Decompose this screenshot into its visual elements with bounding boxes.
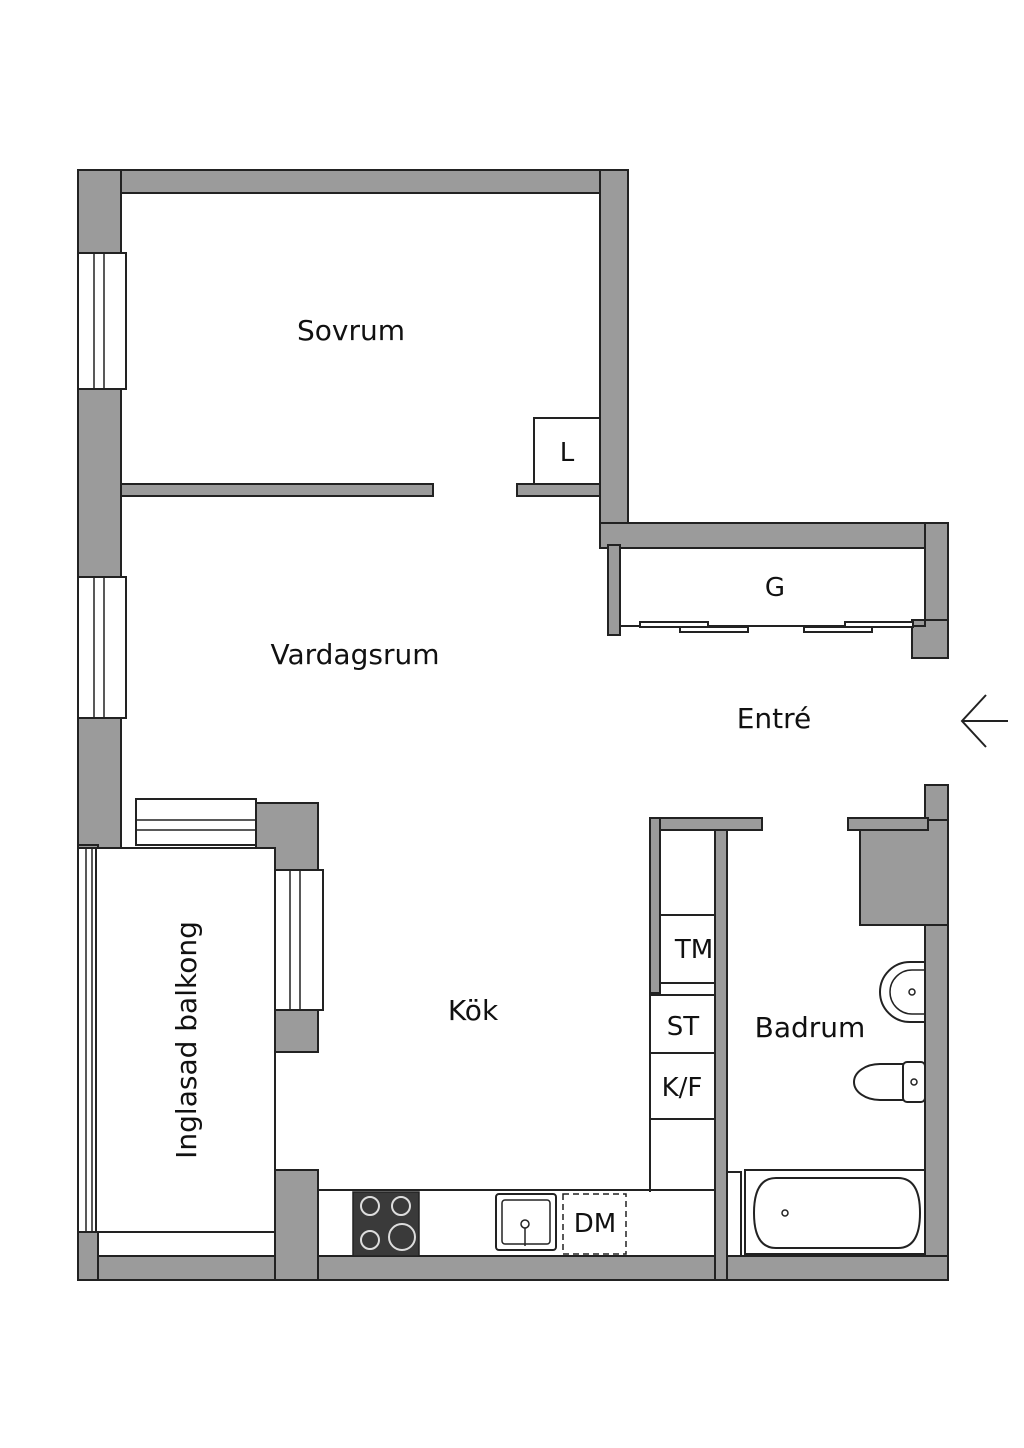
wall-bedroom-right — [516, 483, 601, 497]
fixture-label-stove-cabinet: ST — [667, 1012, 700, 1042]
wall-bathroom-top-right — [847, 817, 929, 831]
fridge-freezer-box — [649, 1052, 716, 1120]
room-label-sovrum: Sovrum — [297, 314, 405, 347]
fixture-label-wardrobe: G — [765, 573, 785, 603]
fixture-label-washing-machine: TM — [674, 935, 713, 965]
wall-closet-left — [607, 544, 621, 636]
washbasin-icon — [879, 961, 925, 1023]
window-living — [77, 576, 127, 719]
wall-top — [77, 169, 629, 194]
room-label-entre: Entré — [737, 702, 812, 735]
wall-bathroom-top-left — [649, 817, 763, 831]
room-label-badrum: Badrum — [755, 1011, 866, 1044]
wall-right-upper — [599, 169, 629, 526]
room-label-balkong: Inglasad balkong — [170, 921, 203, 1159]
wardrobe-door-2 — [679, 626, 749, 633]
toilet-icon — [853, 1061, 926, 1103]
window-kitchen — [274, 869, 324, 1011]
interior-walls — [120, 483, 929, 1281]
wall-kitchen-bottom-left — [274, 1169, 319, 1281]
wall-balcony-kitchen-lower — [274, 1009, 319, 1053]
dishwasher-box — [562, 1193, 627, 1255]
wall-bedroom-left — [120, 483, 434, 497]
room-label-kok: Kök — [448, 994, 499, 1027]
sink-icon — [495, 1193, 557, 1251]
fixture-label-dishwasher: DM — [574, 1209, 616, 1239]
wall-bottom — [77, 1255, 949, 1281]
kitchen-cabinets — [317, 829, 716, 1257]
linen-closet — [533, 417, 601, 485]
wall-bathroom-left — [649, 817, 661, 994]
fixture-label-linen: L — [560, 438, 575, 468]
washing-machine-box — [659, 914, 716, 984]
wall-step — [599, 522, 949, 549]
wardrobe — [619, 547, 926, 633]
window-balcony-door — [135, 798, 257, 846]
balcony-outline — [95, 847, 276, 1233]
fixture-label-fridge-freezer: K/F — [662, 1073, 703, 1103]
arrow-left-icon — [960, 694, 1008, 748]
wardrobe-door-3 — [803, 626, 873, 633]
wall-bath-protrusion — [859, 819, 949, 926]
windows — [77, 252, 324, 1233]
wardrobe-door-1 — [639, 621, 709, 628]
wall-closet-right-stub — [911, 619, 949, 659]
bathtub-icon — [726, 1169, 926, 1257]
window-bedroom — [77, 252, 127, 390]
wardrobe-door-4 — [844, 621, 914, 628]
cooktop-icon — [352, 1191, 420, 1257]
wall-bathroom-divider — [714, 829, 728, 1281]
room-label-vardagsrum: Vardagsrum — [271, 638, 440, 671]
